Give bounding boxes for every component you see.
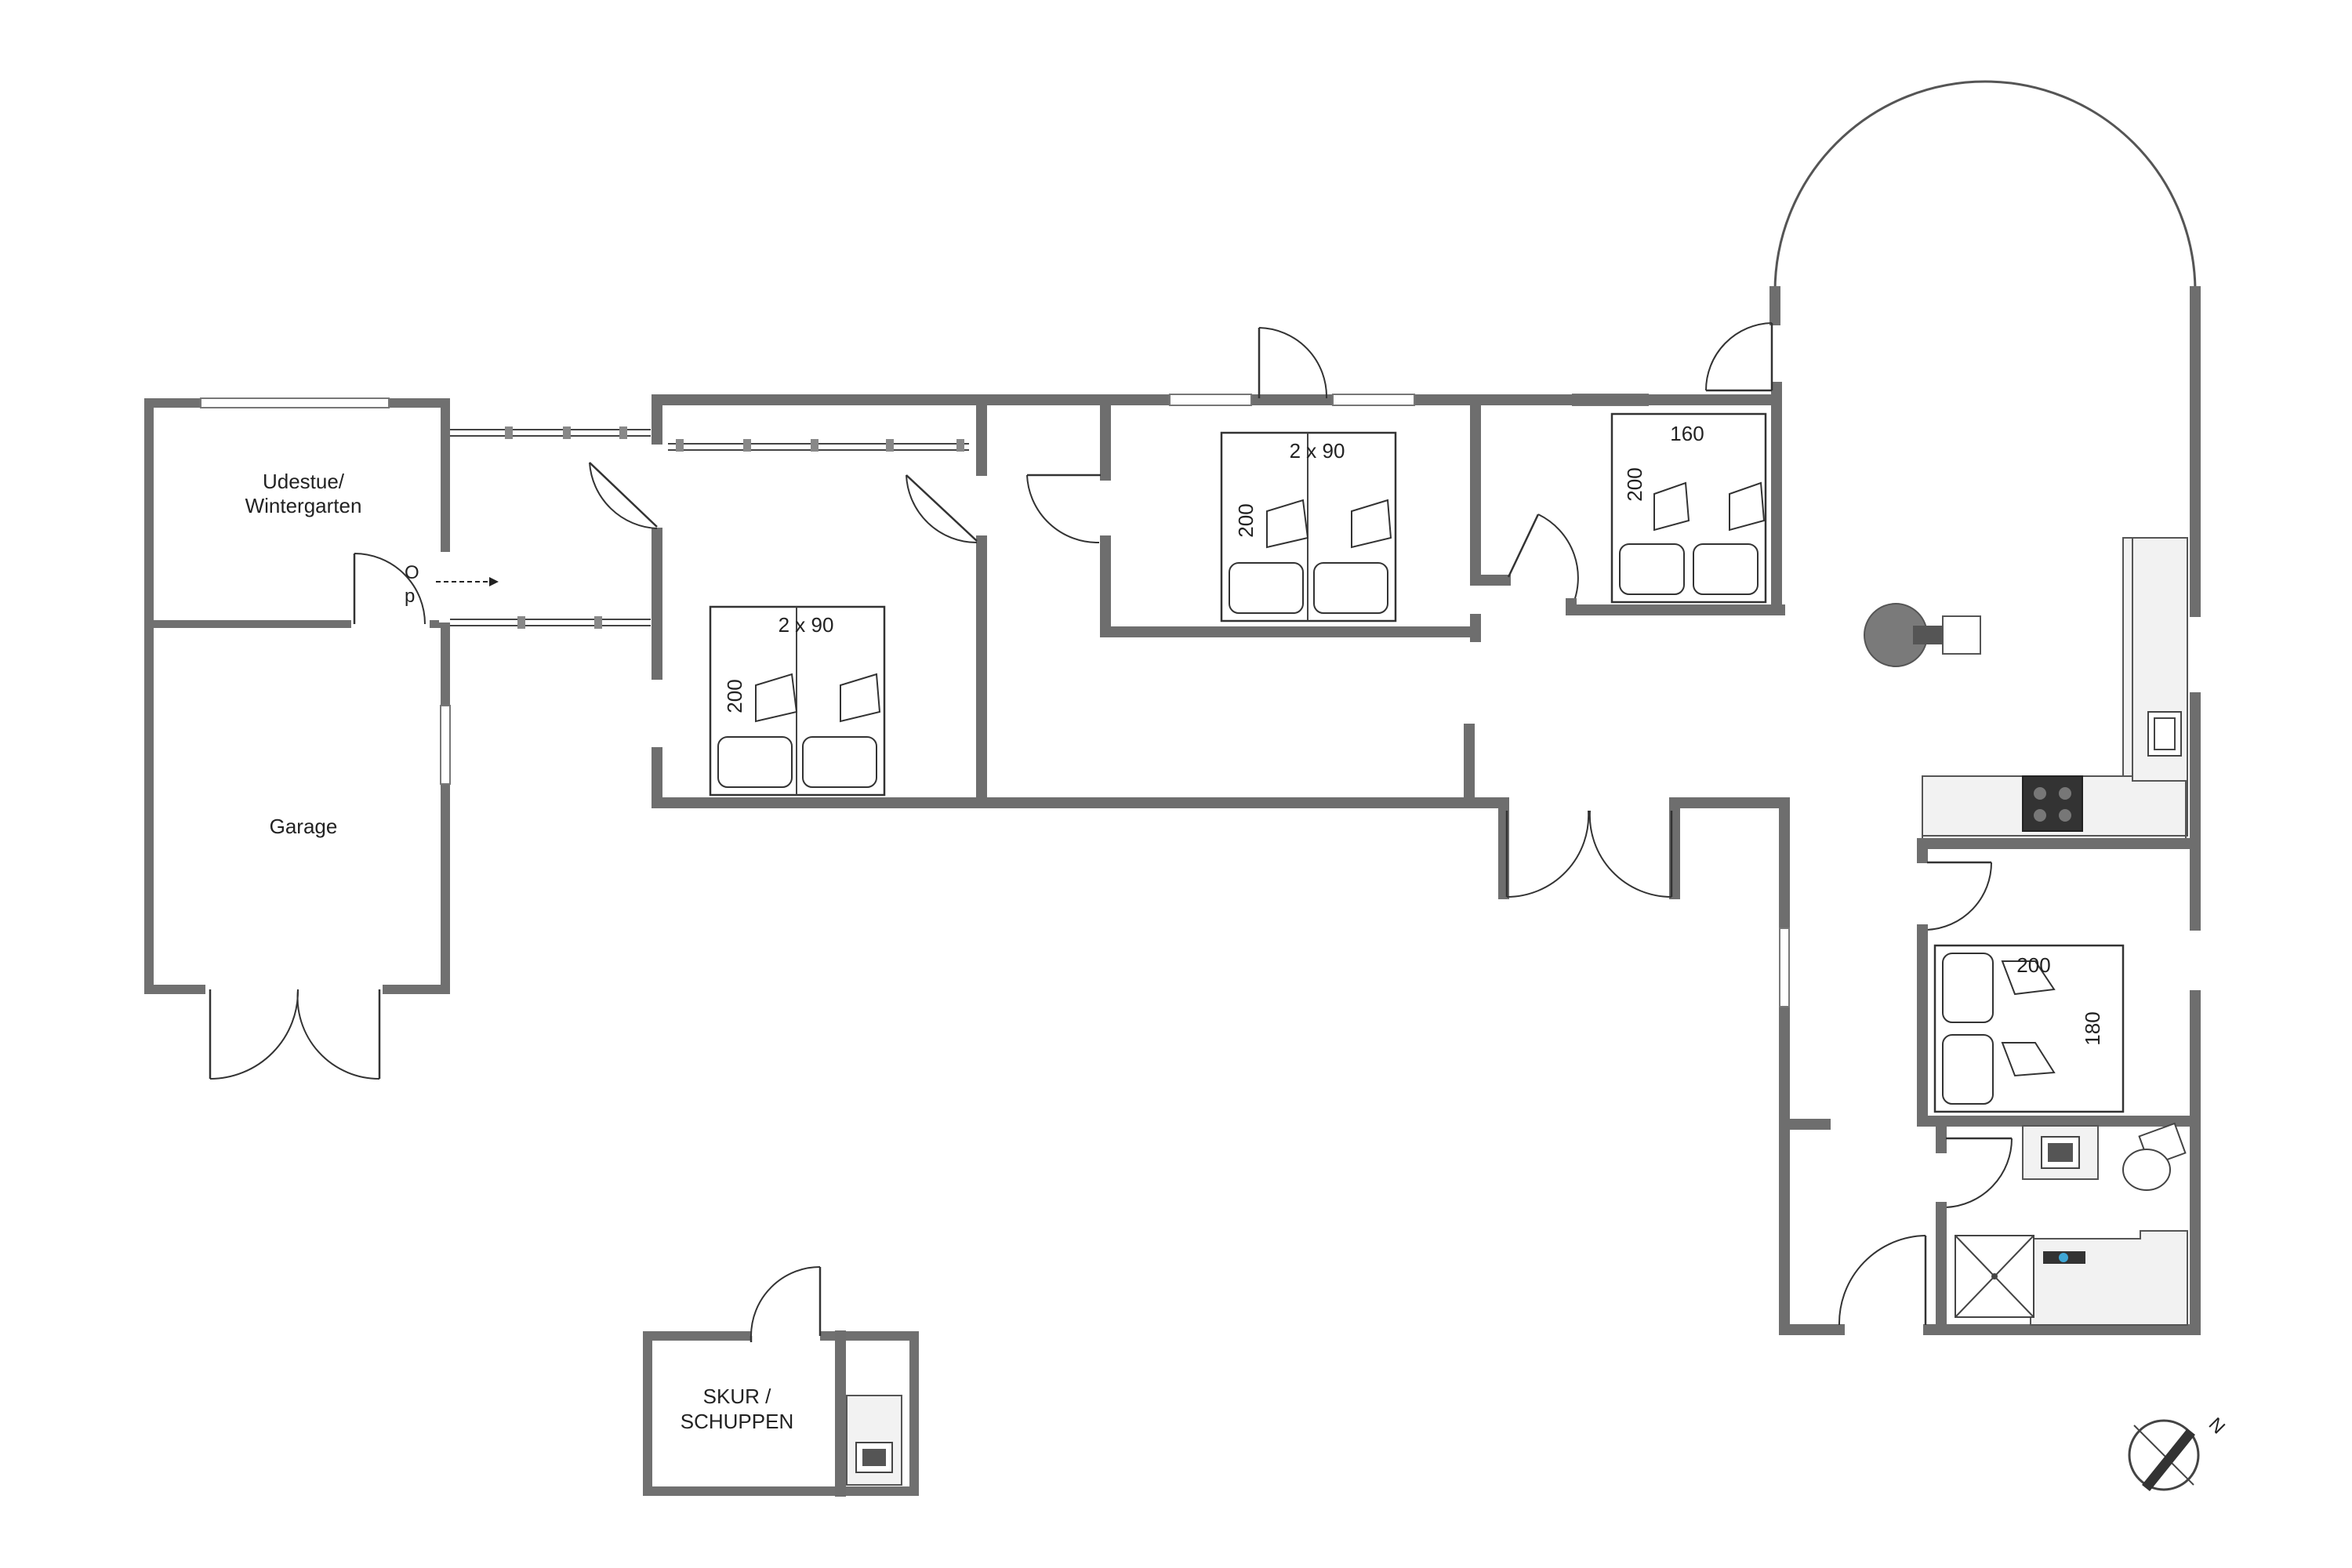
bed-length-label-1: 200: [723, 679, 746, 713]
shed-sink-icon: [855, 1442, 893, 1473]
bedroom-wing: [589, 327, 1790, 899]
room-label-udestue: Udestue/: [263, 470, 345, 493]
compass-north-label: N: [2205, 1414, 2229, 1438]
room-label-garage: Garage: [270, 815, 338, 838]
room-label-wintergarten: Wintergarten: [245, 494, 362, 517]
direction-arrow-icon: [436, 577, 499, 586]
bed-length-label-2: 200: [1234, 503, 1258, 537]
bed-bedroom-3: [1610, 412, 1767, 604]
fireplace-icon: [1864, 603, 1981, 667]
bed-bedroom-4: [1933, 944, 2125, 1113]
bed-bedroom-2: [1220, 431, 1397, 622]
compass-icon: [2128, 1419, 2200, 1491]
room-label-schuppen: SCHUPPEN: [681, 1410, 793, 1433]
bed-length-label-3: 200: [1623, 467, 1646, 501]
walkway: [450, 426, 651, 629]
shower-icon: [1955, 1235, 2034, 1318]
bed-width-label-2: 2 x 90: [1290, 439, 1345, 463]
toilet-icon: [2122, 1122, 2187, 1191]
bed-bedroom-1: [709, 605, 886, 797]
bed-width-label-3: 160: [1670, 422, 1704, 445]
shed: [643, 1266, 919, 1497]
bed-width-label-4: 180: [2081, 1011, 2104, 1045]
room-label-skur: SKUR /: [703, 1385, 771, 1408]
living-wing: [1705, 80, 2201, 1335]
stove-icon: [2022, 775, 2083, 832]
bed-length-label-4: 200: [2016, 953, 2050, 977]
marker-p: p: [405, 586, 415, 607]
bed-width-label-1: 2 x 90: [779, 613, 834, 637]
marker-o: O: [405, 562, 419, 583]
garage-block: [144, 397, 452, 1080]
